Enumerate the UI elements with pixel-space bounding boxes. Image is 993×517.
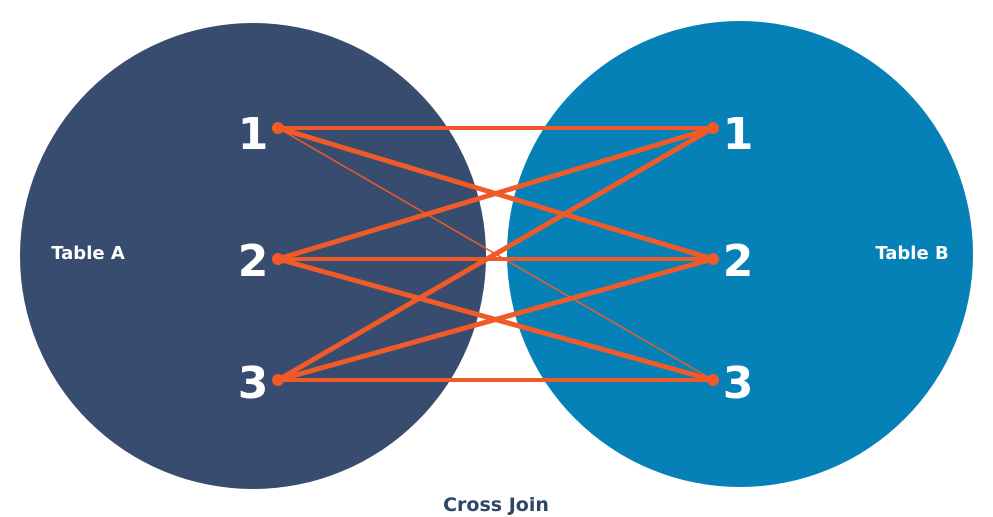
table-a-row-2: 2 [238,236,269,287]
connector-lines [275,125,716,383]
table-b-row-3: 3 [723,358,754,409]
connector-a3-b1 [275,125,716,383]
endpoint-dot-table-b-row-2 [707,253,719,265]
table-a-row-3: 3 [238,358,269,409]
connector-a2-b1 [275,125,716,262]
table-b-label: Table B [875,243,948,264]
endpoint-dot-table-a-row-3 [272,374,284,386]
table-a-circle [20,23,486,489]
connector-endpoints [272,122,719,386]
table-b-row-1: 1 [723,109,754,160]
endpoint-dot-table-b-row-1 [707,122,719,134]
table-b-row-2: 2 [723,236,754,287]
endpoint-dot-table-a-row-1 [272,122,284,134]
endpoint-dot-table-a-row-2 [272,253,284,265]
table-a-row-1: 1 [238,109,269,160]
diagram-caption: Cross Join [443,494,549,516]
connector-a3-b2 [275,256,716,383]
endpoint-dot-table-b-row-3 [707,374,719,386]
table-a-label: Table A [51,243,125,264]
table-b-circle [507,21,973,487]
